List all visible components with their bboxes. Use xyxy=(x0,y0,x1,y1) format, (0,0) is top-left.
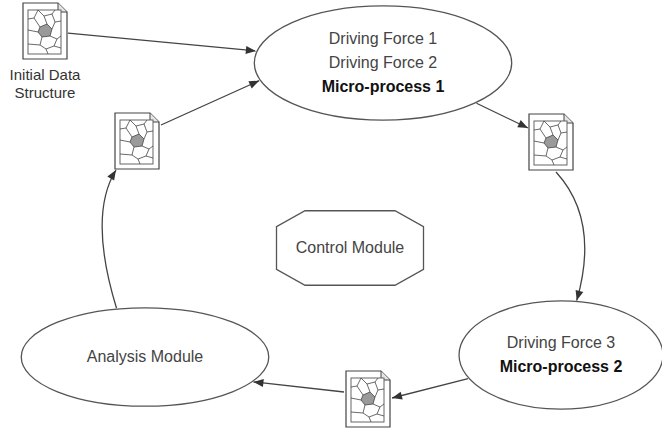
node-text: Driving Force 1 xyxy=(329,27,437,51)
arrow-head xyxy=(248,81,259,89)
node-text: Control Module xyxy=(296,236,405,260)
arrow-head xyxy=(392,392,403,400)
arrow-head xyxy=(576,290,584,301)
document-icon xyxy=(115,113,159,169)
flow-arrow xyxy=(68,33,256,54)
document-icon xyxy=(346,371,390,427)
arrow-head xyxy=(517,120,528,128)
node-text: Micro-process 2 xyxy=(500,355,623,379)
data-document: Initial Data Structure xyxy=(0,2,90,114)
node-text: Driving Force 2 xyxy=(329,51,437,75)
process-ellipse: Driving Force 1Driving Force 2Micro-proc… xyxy=(253,5,513,121)
arrow-head xyxy=(107,170,116,181)
arrow-head xyxy=(246,46,256,54)
flow-arrow xyxy=(477,103,585,300)
ellipse-outline xyxy=(458,300,662,410)
process-ellipse: Driving Force 3Micro-process 2 xyxy=(458,300,662,410)
control-octagon: Control Module xyxy=(275,210,425,286)
document-icon xyxy=(529,114,573,170)
flow-arrow xyxy=(102,81,259,309)
document-icon xyxy=(22,2,68,60)
document-label: Initial Data Structure xyxy=(0,66,90,102)
node-text: Analysis Module xyxy=(87,345,204,369)
process-ellipse: Analysis Module xyxy=(20,307,270,407)
node-text: Driving Force 3 xyxy=(507,331,615,355)
node-text: Micro-process 1 xyxy=(322,75,445,99)
